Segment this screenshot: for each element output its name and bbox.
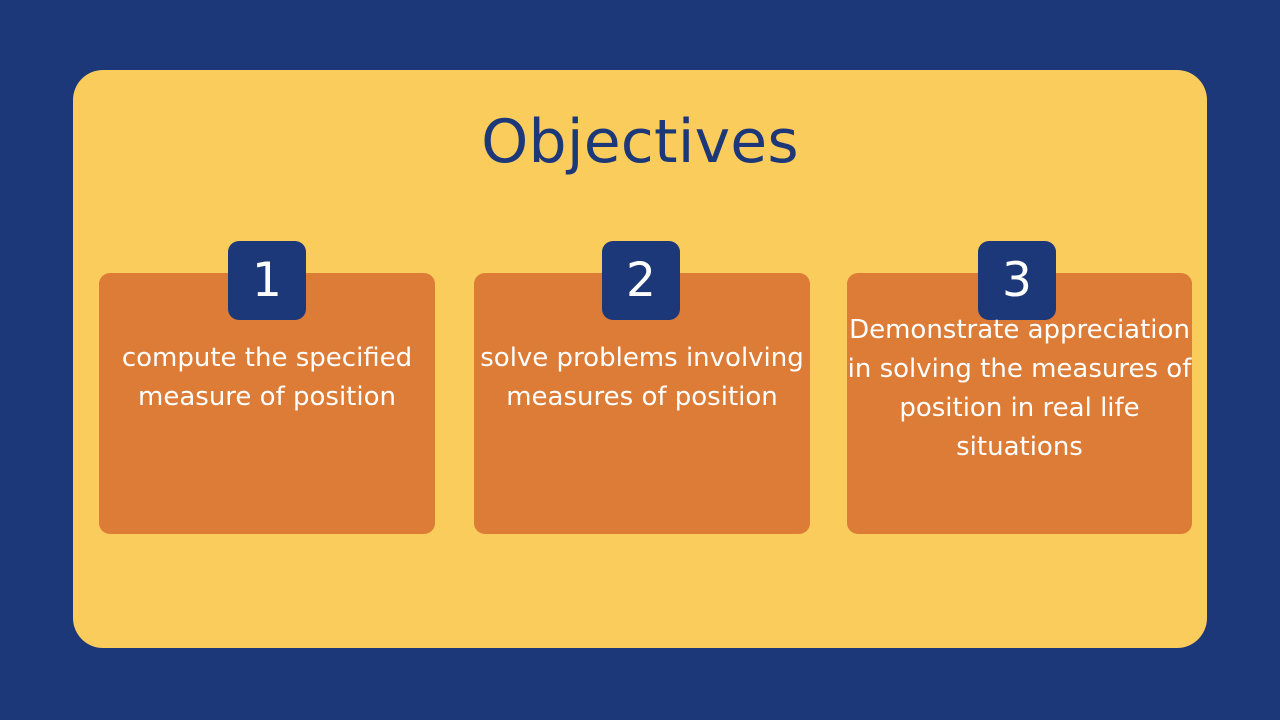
objective-number-badge-2: 2: [602, 241, 680, 320]
objective-card-2[interactable]: 2 solve problems involving measures of p…: [474, 241, 810, 534]
objective-text-3: Demonstrate appreciation in solving the …: [847, 315, 1192, 462]
objective-number-badge-1: 1: [228, 241, 306, 320]
page-title: Objectives: [481, 107, 799, 177]
objective-card-3[interactable]: 3 Demonstrate appreciation in solving th…: [847, 241, 1192, 534]
objective-text-2: solve problems involving measures of pos…: [480, 343, 804, 412]
objectives-list: 1 compute the specified measure of posit…: [99, 241, 1192, 534]
content-panel: Objectives 1 compute the specified measu…: [73, 70, 1207, 648]
objective-text-1: compute the specified measure of positio…: [121, 343, 413, 412]
objective-number-badge-3: 3: [978, 241, 1056, 320]
objective-card-1[interactable]: 1 compute the specified measure of posit…: [99, 241, 435, 534]
